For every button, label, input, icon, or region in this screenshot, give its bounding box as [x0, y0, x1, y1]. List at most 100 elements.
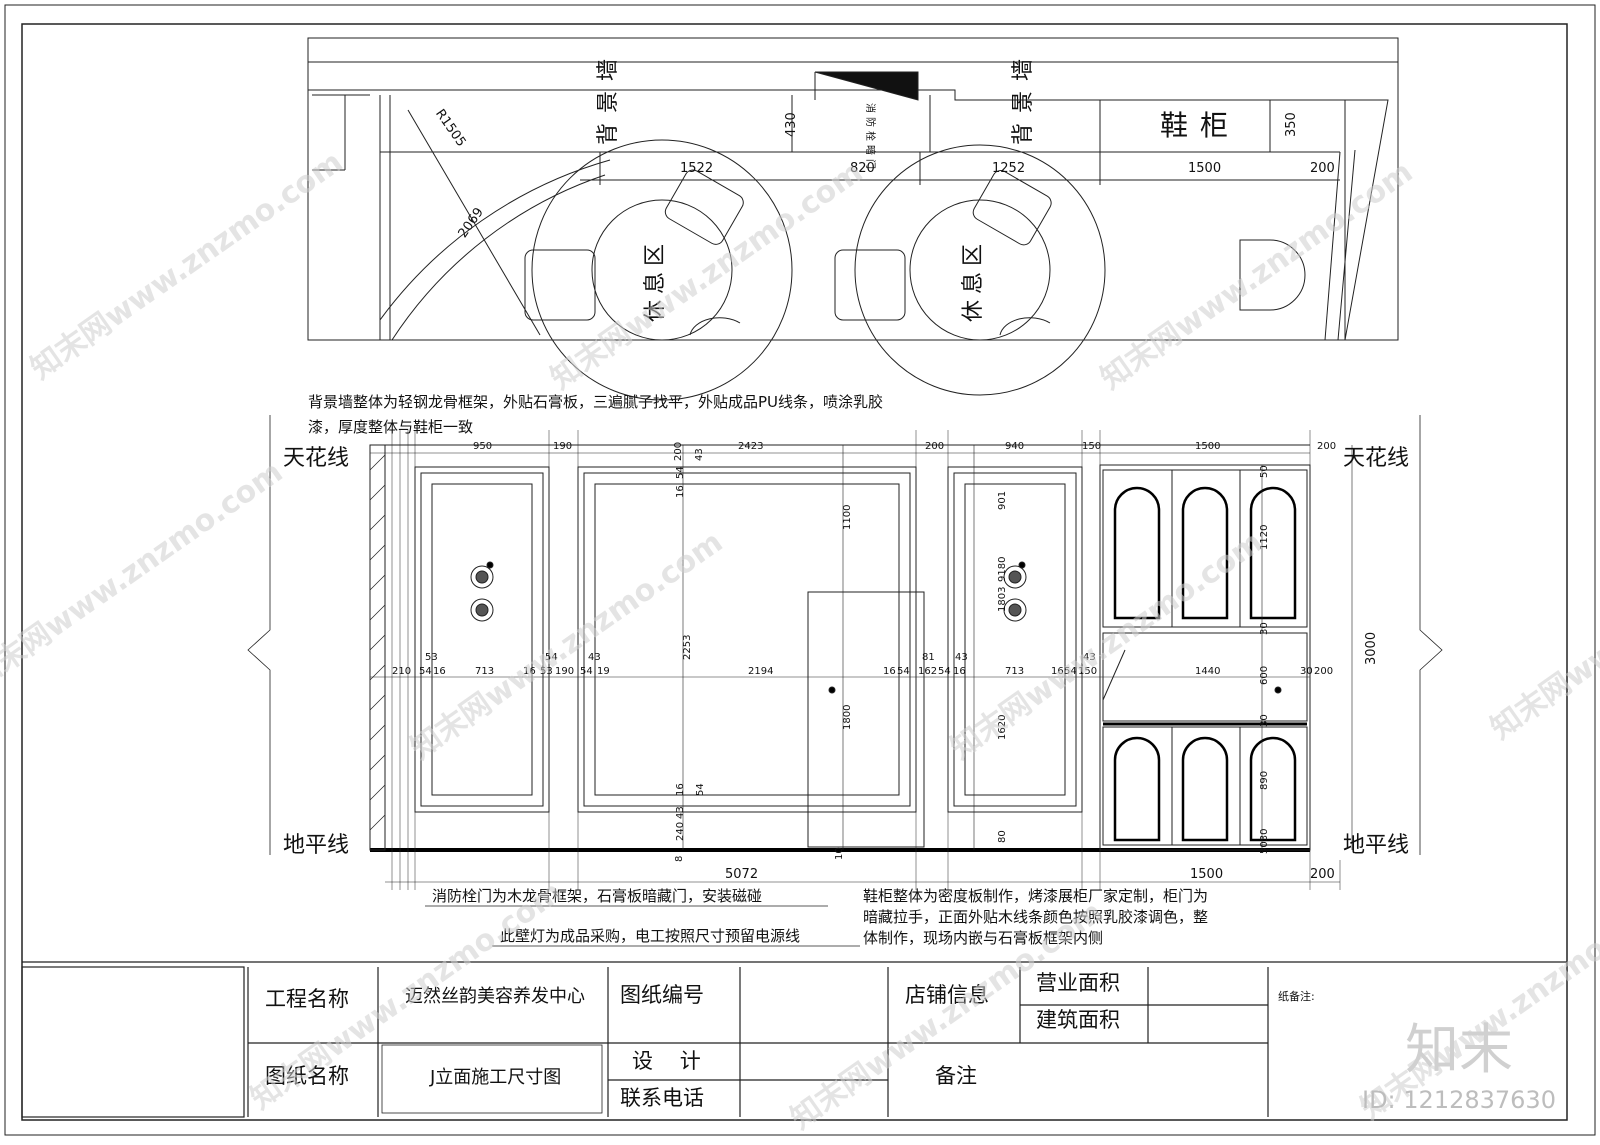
top-dim: 43 — [694, 448, 705, 461]
title-block — [21, 961, 1567, 1118]
watermark-text: 知末网www.znzmo.com — [945, 525, 1270, 767]
plan-dim-350: 350 — [1284, 112, 1299, 137]
ceiling-line-left: 天花线 — [283, 446, 349, 471]
mid-dim: 43 — [1083, 652, 1096, 663]
contact-phone-label: 联系电话 — [620, 1086, 704, 1110]
mid-dim: 19 — [597, 666, 610, 677]
v-dim-890: 890 — [1259, 771, 1270, 790]
top-dimension-row: 950 190 200 43 2423 200 940 150 1500 200 — [473, 441, 1336, 461]
note-background-wall-1: 背景墙整体为轻钢龙骨框架，外贴石膏板，三遍腻子找平，外贴成品PU线条，喷涂乳胶 — [308, 393, 883, 411]
floor-line-left: 地平线 — [283, 833, 349, 858]
elevation-labels: 背景墙整体为轻钢龙骨框架，外贴石膏板，三遍腻子找平，外贴成品PU线条，喷涂乳胶 … — [283, 393, 1409, 947]
plan-hydrant-door-label: 消防栓暗门 — [864, 103, 877, 173]
plan-view — [307, 37, 1399, 401]
v-dim-43: 43 — [675, 806, 686, 819]
mid-dim: 81 — [922, 652, 935, 663]
project-name-label: 工程名称 — [265, 987, 349, 1011]
v-dim-16b: 16 — [675, 783, 686, 796]
v-dim-1800: 1800 — [842, 705, 853, 730]
mid-dim: 210 — [392, 666, 411, 677]
note-shoe-cabinet-2: 暗藏拉手，正面外贴木线条颜色按照乳胶漆调色，整 — [863, 908, 1208, 926]
drawing-name-label: 图纸名称 — [265, 1064, 349, 1088]
business-area-label: 营业面积 — [1036, 971, 1120, 995]
v-dim-80: 80 — [997, 830, 1008, 843]
note-wall-lamp: 此壁灯为成品采购，电工按照尺寸预留电源线 — [500, 927, 800, 945]
v-dim-5030: 5030 — [1259, 829, 1270, 854]
hydrant-door-symbol — [814, 71, 919, 101]
brand-logo: 知末 — [1405, 1018, 1513, 1081]
design-label: 设 计 — [632, 1049, 701, 1073]
project-name-value: 迈然丝韵美容养发中心 — [405, 986, 585, 1007]
title-block-text: 工程名称 迈然丝韵美容养发中心 图纸编号 店铺信息 营业面积 建筑面积 图纸名称… — [265, 971, 1315, 1110]
plan-rest-area-1: 休息区 — [643, 238, 668, 322]
mid-dim: 1440 — [1195, 666, 1220, 677]
note-hydrant-door: 消防栓门为木龙骨框架，石膏板暗藏门，安装磁碰 — [432, 887, 762, 905]
mid-dim: 54 — [897, 666, 910, 677]
elevation-view — [247, 415, 1443, 890]
top-dim: 200 — [673, 442, 684, 461]
v-dim-1100: 1100 — [842, 505, 853, 530]
top-dim: 200 — [925, 441, 944, 452]
mid-dim: 16 — [883, 666, 896, 677]
mid-dim: 16 — [523, 666, 536, 677]
watermark-text: 知末网www.znzmo.com — [0, 455, 289, 697]
watermark-text: 知末网www.znzmo.com — [545, 155, 870, 397]
mid-dim: 54 — [580, 666, 593, 677]
mid-dim: 713 — [475, 666, 494, 677]
middle-dimension-row: 210 53 54 16 713 16 54 53 190 54 43 19 2… — [392, 652, 1333, 677]
plan-bg-wall-1: 背景墙 — [596, 49, 621, 145]
mid-dim: 54 — [545, 652, 558, 663]
v-dim-54a: 54 — [675, 466, 686, 479]
top-dim: 190 — [553, 441, 572, 452]
mid-dim: 30 — [1300, 666, 1313, 677]
mid-dim: 54 — [1064, 666, 1077, 677]
mid-dim: 54 — [419, 666, 432, 677]
watermark-text: 知末网www.znzmo.com — [405, 525, 730, 767]
top-dim: 150 — [1082, 441, 1101, 452]
shop-info-label: 店铺信息 — [905, 983, 989, 1007]
mid-dim: 16 — [433, 666, 446, 677]
watermark-text: 知末网www.znzmo.com — [25, 145, 350, 387]
mid-dim: 2194 — [748, 666, 773, 677]
mid-dim: 43 — [955, 652, 968, 663]
v-dim-50: 50 — [1259, 465, 1270, 478]
mid-dim: 190 — [555, 666, 574, 677]
mid-dim: 162 — [918, 666, 937, 677]
mid-dim: 53 — [540, 666, 553, 677]
plan-shoe-cabinet-label: 鞋柜 — [1160, 109, 1240, 142]
v-dim-30b: 30 — [1259, 714, 1270, 727]
top-dim: 2423 — [738, 441, 763, 452]
plan-dim-200: 200 — [1310, 161, 1335, 176]
note-shoe-cabinet-1: 鞋柜整体为密度板制作，烤漆展柜厂家定制，柜门为 — [863, 887, 1208, 905]
plan-dim-1522: 1522 — [680, 161, 713, 176]
drawing-number-label: 图纸编号 — [620, 983, 704, 1007]
sheet-inner-border — [21, 23, 1568, 1121]
plan-dim-2069: 2069 — [456, 205, 487, 241]
mid-dim: 713 — [1005, 666, 1024, 677]
plan-dim-430: 430 — [784, 112, 799, 137]
mid-dim: 54 — [938, 666, 951, 677]
note-shoe-cabinet-3: 体制作，现场内嵌与石膏板框架内侧 — [863, 929, 1103, 947]
plan-border — [307, 37, 1399, 341]
mid-dim: 200 — [1314, 666, 1333, 677]
plan-dim-1252: 1252 — [992, 161, 1025, 176]
paper-remarks-label: 纸备注: — [1278, 989, 1315, 1003]
remarks-label: 备注 — [935, 1064, 977, 1088]
mid-dim: 16 — [953, 666, 966, 677]
v-dim-1120: 1120 — [1259, 525, 1270, 550]
building-area-label: 建筑面积 — [1036, 1008, 1120, 1032]
ceiling-line-right: 天花线 — [1343, 446, 1409, 471]
image-id: ID: 1212837630 — [1362, 1086, 1556, 1114]
v-dim-9180: 9180 — [997, 557, 1008, 582]
floor-line-right: 地平线 — [1343, 833, 1409, 858]
plan-dim-r1505: R1505 — [432, 107, 468, 150]
plan-dim-1500: 1500 — [1188, 161, 1221, 176]
mid-dim: 43 — [588, 652, 601, 663]
plan-rest-area-2: 休息区 — [961, 238, 986, 322]
plan-bg-wall-2: 背景墙 — [1011, 49, 1036, 145]
top-dim: 1500 — [1195, 441, 1220, 452]
drawing-name-value: J立面施工尺寸图 — [429, 1067, 561, 1088]
v-dim-16a: 16 — [675, 485, 686, 498]
